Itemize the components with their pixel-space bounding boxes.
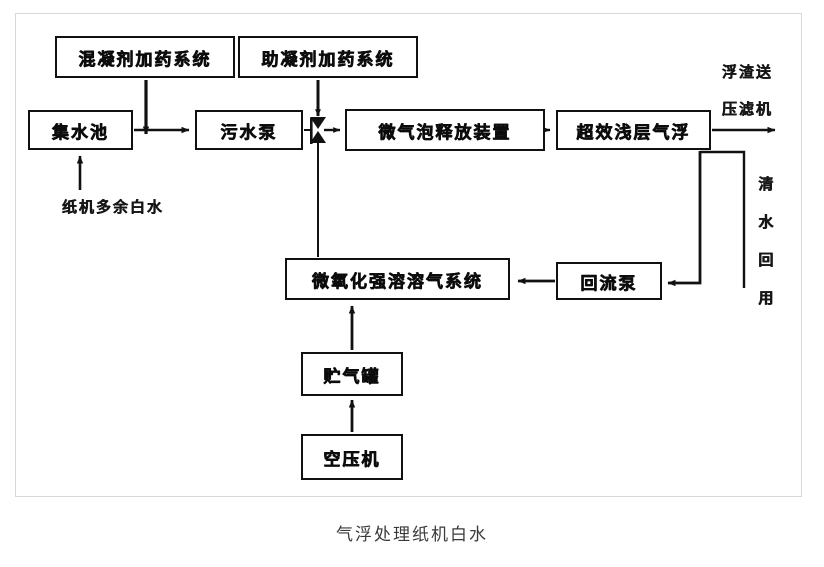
label-scum-outlet-line1: 浮渣送: [722, 63, 774, 81]
node-micro-bubble-release-device[interactable]: 微气泡释放装置: [345, 109, 545, 151]
node-gas-storage-tank[interactable]: 贮气罐: [301, 352, 403, 396]
label-white-water-inlet: 纸机多余白水: [62, 198, 165, 216]
clearwater-char-1: 清: [758, 175, 774, 193]
node-reflux-pump[interactable]: 回流泵: [556, 262, 662, 300]
clearwater-char-4: 用: [758, 289, 774, 307]
node-aid-coagulant-dosing-system[interactable]: 助凝剂加药系统: [238, 36, 418, 78]
node-coagulant-dosing-system[interactable]: 混凝剂加药系统: [55, 36, 235, 78]
figure-caption: 气浮处理纸机白水: [336, 525, 488, 545]
node-sewage-pump[interactable]: 污水泵: [195, 110, 303, 150]
node-air-compressor[interactable]: 空压机: [301, 434, 403, 480]
node-micro-oxidation-dissolved-air-system[interactable]: 微氧化强溶溶气系统: [285, 258, 510, 300]
node-collection-tank[interactable]: 集水池: [28, 110, 133, 150]
label-scum-outlet-line2: 压滤机: [722, 100, 774, 118]
clearwater-char-3: 回: [758, 251, 774, 269]
diagram-frame: [15, 13, 802, 497]
clearwater-char-2: 水: [758, 213, 774, 231]
label-clear-water-reuse: 清 水 回 用: [757, 165, 775, 317]
node-shallow-air-flotation[interactable]: 超效浅层气浮: [556, 110, 711, 150]
